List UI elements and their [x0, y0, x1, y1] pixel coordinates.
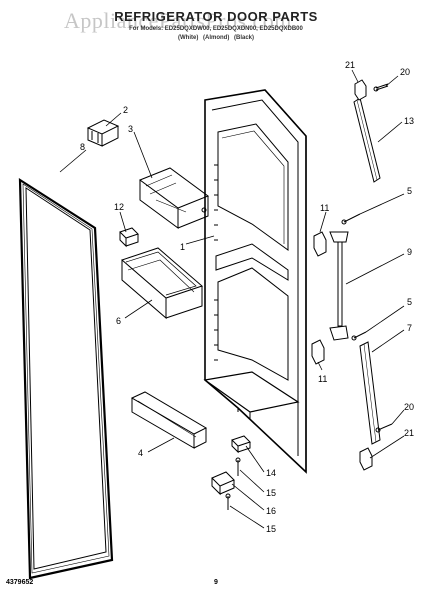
callout-21-top: 21 — [345, 60, 355, 70]
callout-20-bottom: 20 — [404, 402, 414, 412]
callout-6: 6 — [116, 316, 121, 326]
callout-5-upper: 5 — [407, 186, 412, 196]
part-door-liner — [203, 89, 307, 474]
part-upper-trim-strip — [353, 97, 381, 183]
callout-7: 7 — [407, 323, 412, 333]
callout-9: 9 — [407, 247, 412, 257]
part-dairy-door — [138, 167, 210, 229]
callout-labels: 2 3 8 12 1 6 4 21 20 13 5 11 9 5 7 11 20… — [80, 60, 414, 534]
part-lower-shelf — [130, 391, 208, 449]
part-door-rod — [329, 231, 349, 341]
document-number: 4379652 — [6, 579, 34, 586]
part-top-screw — [373, 83, 389, 92]
leader-lines — [59, 69, 405, 529]
part-hinge-screw — [235, 457, 241, 476]
callout-16: 16 — [266, 506, 276, 516]
color-variants: (White) (Almond) (Black) — [178, 35, 254, 41]
part-rod-screw-upper — [341, 213, 361, 225]
callout-1: 1 — [180, 242, 185, 252]
part-small-clip — [119, 227, 139, 248]
page-number: 9 — [214, 579, 218, 586]
part-door-gasket — [18, 177, 114, 580]
callout-15-lower: 15 — [266, 524, 276, 534]
part-lower-trim-strip — [359, 341, 381, 445]
part-door-bin — [121, 247, 203, 320]
part-bracket-lower — [311, 339, 325, 365]
callout-13: 13 — [404, 116, 414, 126]
part-handle-clip — [86, 119, 120, 147]
part-bottom-screw — [375, 423, 393, 433]
callout-15-upper: 15 — [266, 488, 276, 498]
callout-12: 12 — [114, 202, 124, 212]
callout-5-lower: 5 — [407, 297, 412, 307]
callout-20-top: 20 — [400, 67, 410, 77]
callout-3: 3 — [128, 124, 133, 134]
part-hinge-block — [211, 471, 235, 496]
callout-14: 14 — [266, 468, 276, 478]
part-top-hinge-bracket — [354, 79, 367, 101]
watermark-text: AppliancePartsPros.com — [64, 8, 292, 33]
part-hinge-bushing — [231, 435, 251, 454]
diagram-title: REFRIGERATOR DOOR PARTS — [114, 9, 318, 24]
callout-2: 2 — [123, 105, 128, 115]
callout-4: 4 — [138, 448, 143, 458]
part-hinge-bottom-screw — [225, 493, 231, 510]
callout-11-lower: 11 — [318, 374, 327, 384]
callout-21-bottom: 21 — [404, 428, 414, 438]
callout-8: 8 — [80, 142, 85, 152]
callout-11-upper: 11 — [320, 203, 329, 213]
part-bracket-upper — [313, 231, 327, 257]
model-list: For Models: ED25DQXDW00, ED25DQXDN00, ED… — [129, 26, 303, 32]
part-rod-screw-lower — [351, 331, 367, 341]
part-bottom-hinge-bracket — [359, 447, 373, 471]
